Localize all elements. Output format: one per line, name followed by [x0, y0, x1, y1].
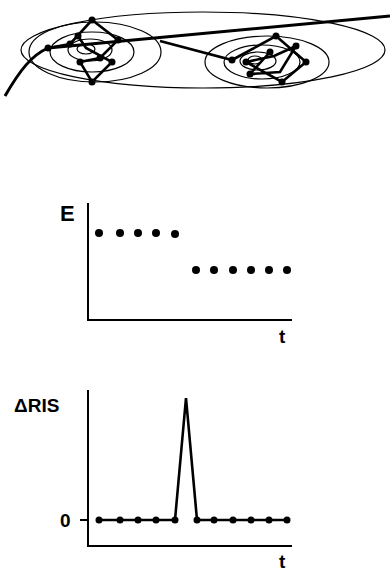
energy-points [95, 229, 291, 274]
axis-label: t [279, 552, 285, 571]
axis-label: E [60, 203, 75, 225]
landscape [21, 12, 385, 88]
rmsd-line [99, 398, 287, 520]
reaction-path [5, 16, 390, 96]
trajectory [48, 20, 306, 82]
axis-label: t [279, 327, 285, 346]
trajectory-points [45, 17, 310, 86]
rmsd-points [96, 517, 291, 524]
tick-label: 0 [60, 511, 71, 530]
energy-axes [88, 203, 292, 320]
axis-label: ΔRIS [14, 396, 59, 415]
rmsd-axes [80, 390, 292, 546]
